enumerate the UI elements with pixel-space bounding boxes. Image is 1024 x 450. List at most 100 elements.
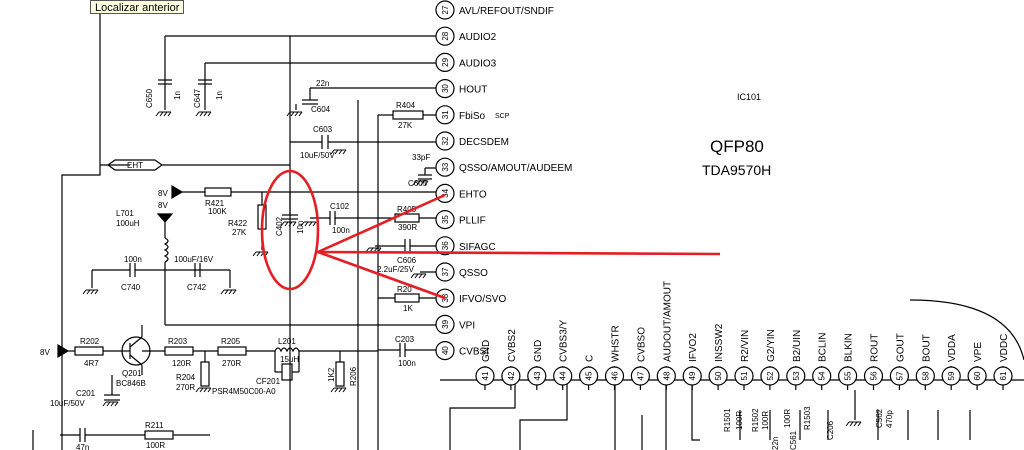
label-r202-value: 4R7 xyxy=(84,359,99,368)
pin-number: 49 xyxy=(688,371,697,380)
pin-name: GOUT xyxy=(895,333,906,362)
label-r206-value: 1K2 xyxy=(327,367,336,382)
pin-name: CVBSO xyxy=(636,327,647,362)
pin-number: 29 xyxy=(441,57,450,66)
label-c650-value: 1n xyxy=(173,91,182,100)
label-c650: C650 xyxy=(145,88,154,108)
pin-number: 43 xyxy=(533,371,542,380)
label-r1501: R1501 xyxy=(723,408,732,432)
label-8v-a: 8V xyxy=(158,189,168,198)
pin-number: 31 xyxy=(441,110,450,119)
label-r421: R421 xyxy=(205,199,225,208)
highlight-annotation xyxy=(260,169,721,300)
label-scp: SCP xyxy=(495,113,510,120)
label-c203-value: 100n xyxy=(398,359,416,368)
ground-symbol xyxy=(220,289,237,295)
pin-name: QSSO xyxy=(459,268,488,279)
ground-symbol xyxy=(195,111,212,117)
label-r404: R404 xyxy=(396,101,416,110)
label-r422: R422 xyxy=(228,219,248,228)
pin-name: C xyxy=(585,355,596,362)
pin-number: 54 xyxy=(818,371,827,380)
pin-number: 39 xyxy=(441,319,450,328)
pin-name: VPI xyxy=(459,320,475,331)
label-r20x-value: 1K xyxy=(403,304,413,313)
label-c561: C561 xyxy=(789,430,798,450)
pin-name: HOUT xyxy=(459,85,487,96)
pin-name: DECSDEM xyxy=(459,137,509,148)
label-r204: R204 xyxy=(176,373,196,382)
label-cf201: CF201 xyxy=(256,377,281,386)
pin-name: AVL/REFOUT/SNDIF xyxy=(459,6,554,17)
pin-number: 38 xyxy=(441,293,450,302)
label-r211-value: 100R xyxy=(146,441,165,450)
ground-symbol xyxy=(300,221,317,227)
ground-symbol xyxy=(845,421,862,427)
pin-name: BCLIN xyxy=(818,333,829,362)
label-c206: C206 xyxy=(826,420,835,440)
label-l201-value: 15uH xyxy=(280,355,299,364)
label-c102-value: 100n xyxy=(332,226,350,235)
label-r20x: R20 xyxy=(397,285,412,294)
pin-number: 58 xyxy=(921,371,930,380)
label-c562-value: 470p xyxy=(885,410,894,428)
label-q201: Q201 xyxy=(122,369,142,378)
label-8v-b: 8V xyxy=(158,201,168,210)
pin-name: VDDC xyxy=(999,334,1010,362)
pin-name: IFVO/SVO xyxy=(459,294,506,305)
pin-number: 44 xyxy=(559,371,568,380)
label-c742-value: 100uF/16V xyxy=(174,255,214,264)
label-c606-value: 2.2uF/25V xyxy=(377,265,415,274)
label-c604: C604 xyxy=(311,105,331,114)
label-r1502-value: 100R xyxy=(761,411,770,430)
label-c604-value: 22n xyxy=(316,79,329,88)
label-q201-value: BC846B xyxy=(116,379,146,388)
highlight-ellipse xyxy=(260,169,320,291)
pin-39: 39 VPI xyxy=(435,314,475,334)
pin-number: 48 xyxy=(662,371,671,380)
pin-name: CVBSI xyxy=(459,347,489,358)
pin-name: QSSO/AMOUT/AUDEEM xyxy=(459,163,572,174)
label-r1503-value: 100R xyxy=(783,409,792,428)
label-c562: C562 xyxy=(875,408,884,428)
pin-number: 56 xyxy=(870,371,879,380)
pin-30: 30 HOUT xyxy=(435,78,487,99)
label-c201: C201 xyxy=(76,389,96,398)
label-c605-value: 33pF xyxy=(412,153,430,162)
pin-number: 46 xyxy=(611,371,620,380)
label-r1501-value: 100R xyxy=(735,411,744,430)
label-r422-value: 27K xyxy=(232,228,247,237)
pin-number: 30 xyxy=(441,84,450,93)
label-c647: C647 xyxy=(193,88,202,108)
pin-54: 54 BCLIN xyxy=(812,333,832,386)
label-r211: R211 xyxy=(145,421,164,430)
pin-name: FbiSo xyxy=(459,111,486,122)
pin-number: 41 xyxy=(481,371,490,380)
ground-symbol xyxy=(155,111,172,117)
pin-name: CVBS2 xyxy=(507,329,518,362)
pin-number: 60 xyxy=(973,371,982,380)
pin-name: B2/UIN xyxy=(792,330,803,362)
pin-name: G2/YIN xyxy=(766,329,777,362)
pin-name: IFVO2 xyxy=(688,333,699,362)
highlight-horizontal-line xyxy=(317,250,721,256)
pin-49: 49 IFVO2 xyxy=(682,333,702,386)
pin-name: GND xyxy=(533,340,544,362)
label-r204-value: 270R xyxy=(176,383,195,392)
pin-name: ROUT xyxy=(870,334,881,362)
label-r202: R202 xyxy=(80,337,100,346)
pin-number: 34 xyxy=(441,188,450,197)
label-l701: L701 xyxy=(116,209,134,218)
pin-45: 45C xyxy=(578,355,599,386)
ground-symbol xyxy=(280,221,297,227)
